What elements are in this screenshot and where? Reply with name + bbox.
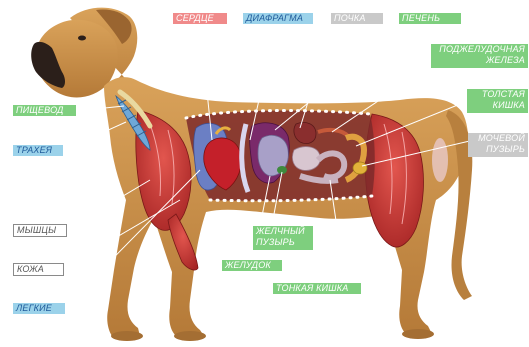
label-bladder: МОЧЕВОЙ ПУЗЫРЬ bbox=[468, 133, 528, 157]
label-skin: КОЖА bbox=[13, 263, 64, 276]
label-pancreas-line2: ЖЕЛЕЗА bbox=[434, 55, 525, 66]
label-muscles: МЫШЦЫ bbox=[13, 224, 67, 237]
label-small-intestine: ТОНКАЯ КИШКА bbox=[273, 283, 361, 294]
label-colon-line2: КИШКА bbox=[470, 100, 525, 111]
label-liver: ПЕЧЕНЬ bbox=[399, 13, 461, 24]
label-heart: СЕРДЦЕ bbox=[173, 13, 227, 24]
label-lungs: ЛЕГКИЕ bbox=[13, 303, 65, 314]
label-bladder-line2: ПУЗЫРЬ bbox=[471, 144, 525, 155]
label-bladder-line1: МОЧЕВОЙ bbox=[471, 133, 525, 144]
label-stomach: ЖЕЛУДОК bbox=[222, 260, 282, 271]
label-pancreas-line1: ПОДЖЕЛУДОЧНАЯ bbox=[434, 44, 525, 55]
label-gallbladder-line2: ПУЗЫРЬ bbox=[256, 237, 310, 248]
label-gallbladder-line1: ЖЕЛЧНЫЙ bbox=[256, 226, 310, 237]
label-kidney: ПОЧКА bbox=[331, 13, 383, 24]
label-pancreas: ПОДЖЕЛУДОЧНАЯ ЖЕЛЕЗА bbox=[431, 44, 528, 68]
bladder-shape bbox=[353, 162, 367, 174]
label-gallbladder: ЖЕЛЧНЫЙ ПУЗЫРЬ bbox=[253, 226, 313, 250]
label-diaphragm: ДИАФРАГМА bbox=[243, 13, 313, 24]
label-trachea: ТРАХЕЯ bbox=[13, 145, 63, 156]
label-colon-line1: ТОЛСТАЯ bbox=[470, 89, 525, 100]
label-esophagus: ПИЩЕВОД bbox=[13, 105, 76, 116]
label-colon: ТОЛСТАЯ КИШКА bbox=[467, 89, 528, 113]
